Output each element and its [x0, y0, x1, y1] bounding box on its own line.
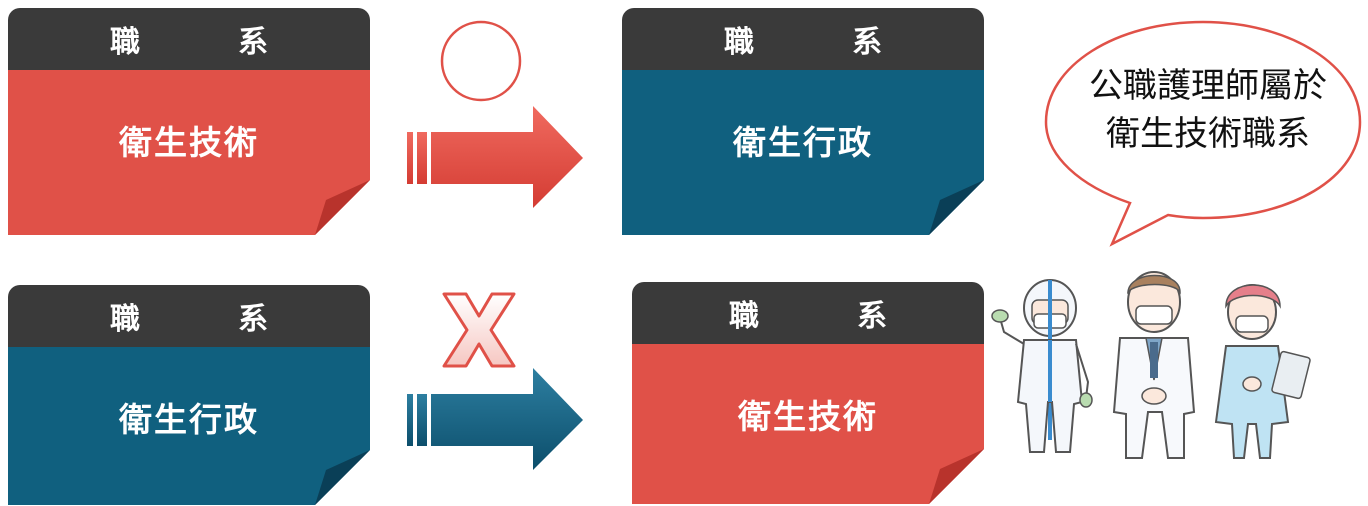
- card-body: 衛生行政: [8, 347, 370, 505]
- card-bottom-left: 職 系 衛生行政: [8, 285, 370, 505]
- card-body-label: 衛生技術: [119, 123, 259, 162]
- card-body: 衛生技術: [8, 70, 370, 235]
- card-header: 職 系: [622, 8, 984, 70]
- nurse-person: [1214, 284, 1311, 459]
- speech-bubble: [1044, 20, 1362, 247]
- card-body-shape: [8, 70, 370, 235]
- card-body-label: 衛生行政: [733, 123, 873, 162]
- card-header: 職 系: [632, 282, 984, 344]
- card-body-shape: [632, 344, 984, 504]
- card-top-left: 職 系 衛生技術: [8, 8, 370, 235]
- card-body-shape: [622, 70, 984, 235]
- card-bottom-right: 職 系 衛生技術: [632, 282, 984, 504]
- card-top-right: 職 系 衛生行政: [622, 8, 984, 235]
- card-header: 職 系: [8, 8, 370, 70]
- card-body: 衛生技術: [632, 344, 984, 504]
- card-body-label: 衛生技術: [738, 397, 878, 436]
- card-body-shape: [8, 347, 370, 505]
- bubble-text: 公職護理師屬於 衛生技術職系: [1066, 62, 1350, 158]
- arrow-right-icon: [407, 368, 583, 470]
- circle-icon: [440, 20, 522, 102]
- medical-staff-illustration: [991, 271, 1311, 459]
- card-body-label: 衛生行政: [119, 400, 259, 439]
- card-body: 衛生行政: [622, 70, 984, 235]
- arrow-right-icon: [407, 106, 583, 208]
- protective-suit-person: [991, 279, 1093, 453]
- card-header: 職 系: [8, 285, 370, 347]
- doctor-person: [1112, 271, 1196, 459]
- bubble-line-1: 公職護理師屬於: [1089, 66, 1327, 106]
- x-icon: [442, 292, 516, 368]
- bubble-line-2: 衛生技術職系: [1106, 114, 1310, 154]
